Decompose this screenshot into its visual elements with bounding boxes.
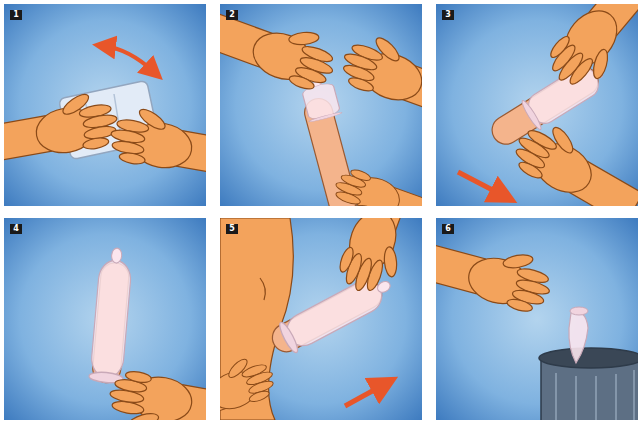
step-number: 3 — [442, 10, 454, 20]
step-number: 5 — [226, 224, 238, 234]
step-number: 2 — [226, 10, 238, 20]
step-number: 4 — [10, 224, 22, 234]
step-number: 6 — [442, 224, 454, 234]
step-number: 1 — [10, 10, 22, 20]
